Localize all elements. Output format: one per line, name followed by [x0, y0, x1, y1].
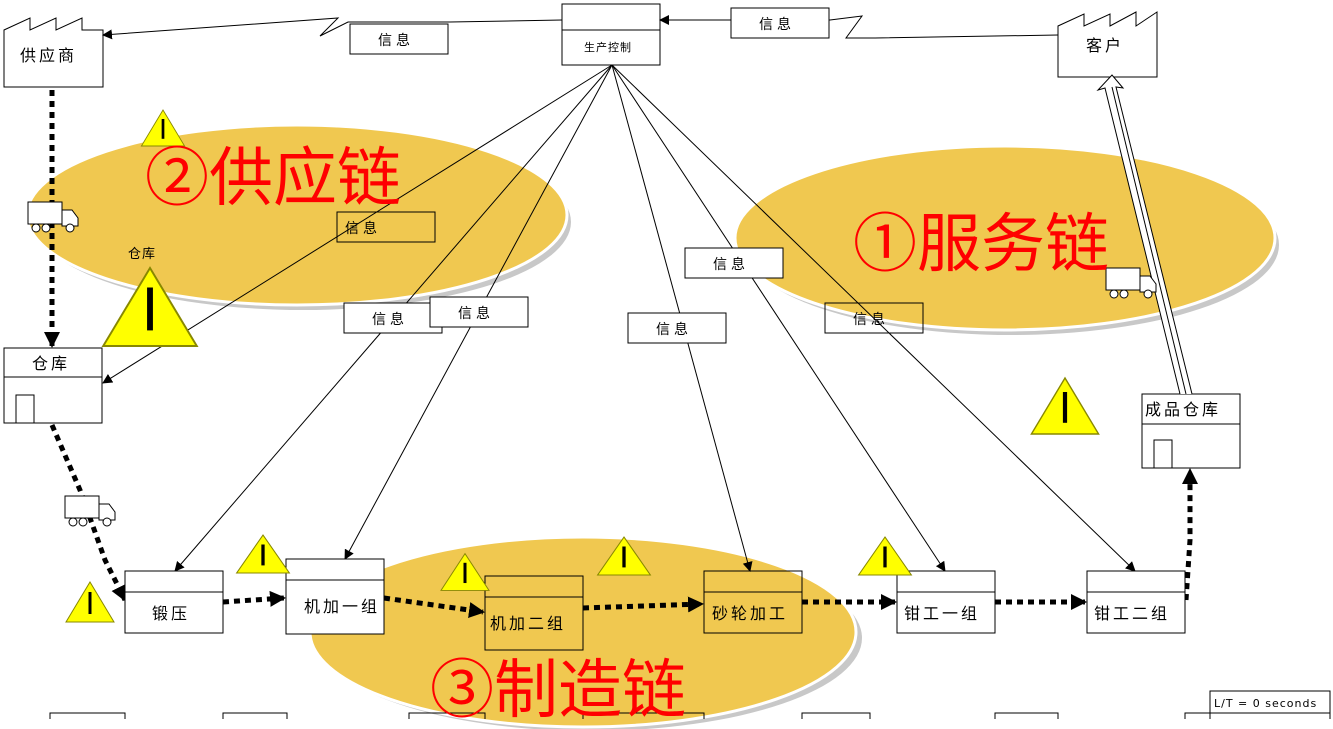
supply-chain-label: ②供应链	[145, 142, 401, 216]
hidden-warehouse-label: 仓库	[128, 246, 156, 262]
svg-text:信息: 信息	[372, 311, 408, 328]
customer-label: 客户	[1086, 36, 1124, 55]
factory-icon	[1057, 11, 1158, 78]
finished-warehouse-label: 成品仓库	[1145, 400, 1221, 419]
supplier-node[interactable]: 供应商	[3, 17, 104, 88]
warehouse-node[interactable]: 仓库	[3, 347, 103, 424]
process-fitter-2[interactable]: 钳工二组	[1086, 570, 1186, 634]
finished-warehouse-node[interactable]: 成品仓库	[1141, 393, 1241, 469]
process-grinding[interactable]: 砂轮加工	[703, 570, 803, 634]
production-control-node[interactable]: 生产控制	[561, 3, 661, 66]
door-icon	[1153, 439, 1173, 469]
customer-node[interactable]: 客户	[1057, 11, 1158, 78]
process-machining-1[interactable]: 机加一组	[285, 558, 385, 635]
svg-text:信息: 信息	[378, 32, 414, 49]
svg-text:机加一组: 机加一组	[304, 597, 380, 616]
bottom-boxes	[49, 690, 1331, 719]
process-forging[interactable]: 锻压	[124, 570, 224, 634]
process-fitter-1[interactable]: 钳工一组	[896, 570, 996, 634]
svg-text:锻压: 锻压	[152, 604, 190, 623]
supplier-label: 供应商	[20, 46, 77, 65]
svg-text:机加二组: 机加二组	[490, 614, 566, 633]
process-machining-2[interactable]: 机加二组	[484, 575, 584, 651]
info-boxes: 信息 信息 信息 信息 信息 信息 信息 信息	[336, 7, 924, 344]
material-flow-arrows	[44, 74, 1198, 618]
lead-time-label: L/T = 0 seconds	[1214, 697, 1317, 710]
svg-text:信息: 信息	[713, 256, 749, 273]
svg-text:信息: 信息	[759, 16, 795, 33]
svg-text:信息: 信息	[458, 305, 494, 322]
warning-triangle-icon	[140, 109, 186, 147]
info-arrow	[102, 17, 563, 40]
manufacturing-chain-label: ③制造链	[430, 654, 686, 728]
shipment-arrow	[1096, 74, 1193, 395]
factory-icon	[3, 17, 104, 88]
production-control-label: 生产控制	[584, 40, 632, 54]
svg-text:钳工二组: 钳工二组	[1094, 604, 1170, 623]
info-arrow	[659, 15, 1059, 39]
svg-text:信息: 信息	[853, 311, 889, 328]
warning-triangle-icon	[236, 534, 290, 574]
warning-triangle-icon	[65, 581, 115, 623]
warehouse-label: 仓库	[32, 354, 70, 373]
warning-triangle-icon	[1030, 377, 1100, 435]
warning-triangle-icon	[858, 536, 912, 576]
door-icon	[15, 394, 35, 424]
svg-text:砂轮加工: 砂轮加工	[712, 604, 788, 623]
svg-text:钳工一组: 钳工一组	[904, 604, 980, 623]
service-chain-label: ①服务链	[853, 208, 1109, 282]
supply-chain-ellipse	[25, 123, 571, 310]
svg-text:信息: 信息	[656, 321, 692, 338]
svg-text:信息: 信息	[345, 220, 381, 237]
